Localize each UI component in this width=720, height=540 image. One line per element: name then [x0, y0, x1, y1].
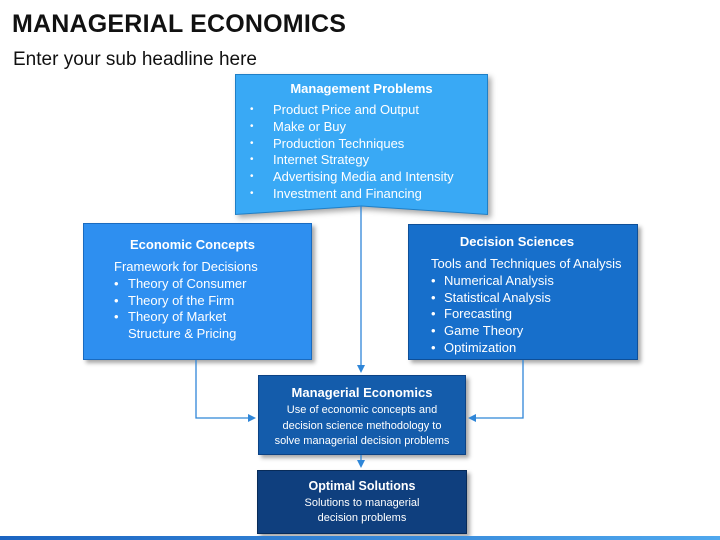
connector-decision-to-managerial: [468, 360, 524, 422]
list-item: Optimization: [409, 340, 637, 357]
list-item: Advertising Media and Intensity: [235, 169, 488, 186]
decision-sciences-list: Numerical Analysis Statistical Analysis …: [409, 273, 637, 357]
decision-sciences-lead: Tools and Techniques of Analysis: [431, 256, 622, 271]
list-item: Game Theory: [409, 323, 637, 340]
list-item: Numerical Analysis: [409, 273, 637, 290]
description-line: Solutions to managerial: [304, 497, 420, 509]
economic-concepts-heading: Economic Concepts: [130, 237, 255, 252]
managerial-economics-description: Use of economic concepts and decision sc…: [259, 403, 465, 450]
management-problems-box: Management Problems Product Price and Ou…: [235, 74, 488, 215]
list-item: Internet Strategy: [235, 152, 488, 169]
description-line: solve managerial decision problems: [274, 435, 450, 447]
list-item: Product Price and Output: [235, 102, 488, 119]
list-item: Theory of the Firm: [84, 293, 311, 310]
list-item: Theory of Market Structure & Pricing: [84, 309, 311, 343]
management-problems-heading: Management Problems: [290, 81, 433, 96]
slide-subtitle: Enter your sub headline here: [13, 49, 257, 70]
managerial-economics-box: Managerial Economics Use of economic con…: [258, 375, 466, 455]
managerial-economics-heading: Managerial Economics: [291, 385, 433, 400]
economic-concepts-box: Economic Concepts Framework for Decision…: [83, 223, 312, 360]
description-line: decision problems: [317, 512, 407, 524]
list-item: Investment and Financing: [235, 186, 488, 203]
list-item: Theory of Consumer: [84, 276, 311, 293]
economic-concepts-lead: Framework for Decisions: [114, 259, 258, 274]
economic-concepts-list: Theory of Consumer Theory of the Firm Th…: [84, 276, 311, 343]
optimal-solutions-description: Solutions to managerial decision problem…: [258, 496, 466, 526]
connector-economic-to-managerial: [195, 360, 256, 422]
management-problems-list: Product Price and Output Make or Buy Pro…: [235, 102, 488, 203]
decision-sciences-box: Decision Sciences Tools and Techniques o…: [408, 224, 638, 360]
description-line: Use of economic concepts and: [286, 404, 438, 416]
list-item: Production Techniques: [235, 136, 488, 153]
list-item: Forecasting: [409, 306, 637, 323]
optimal-solutions-heading: Optimal Solutions: [308, 479, 416, 493]
optimal-solutions-box: Optimal Solutions Solutions to manageria…: [257, 470, 467, 534]
slide-title: MANAGERIAL ECONOMICS: [12, 10, 347, 38]
description-line: decision science methodology to: [282, 419, 442, 432]
list-item: Make or Buy: [235, 119, 488, 136]
decision-sciences-heading: Decision Sciences: [459, 234, 575, 249]
list-item: Statistical Analysis: [409, 290, 637, 307]
footer-accent-bar: [0, 536, 720, 540]
